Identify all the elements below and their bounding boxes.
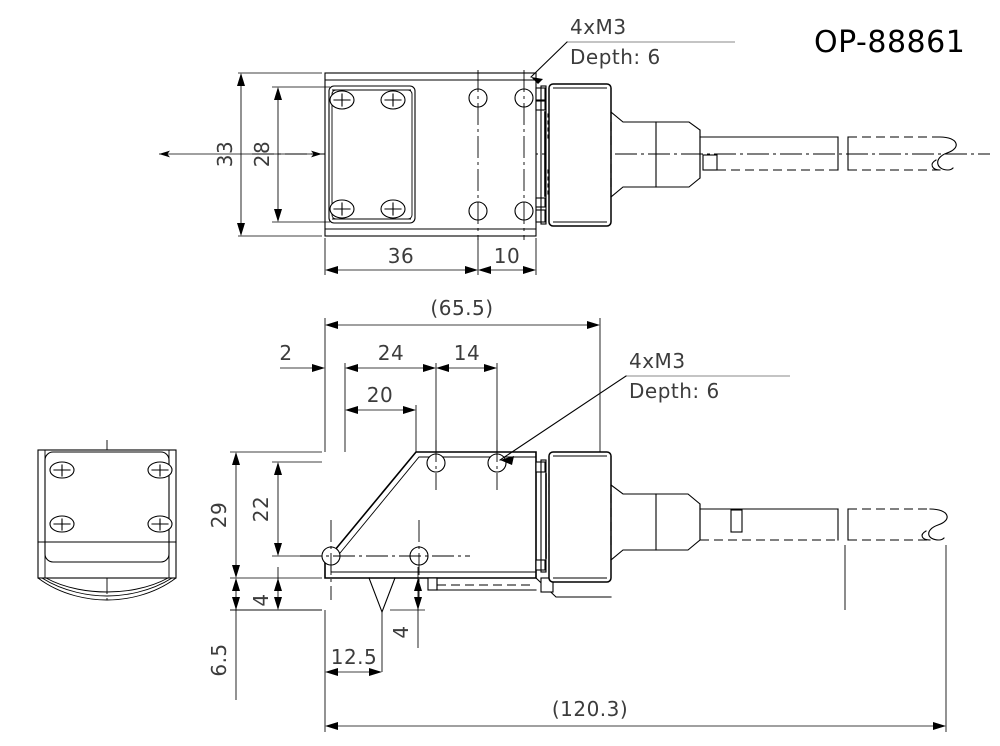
callout-line-2: Depth: 6 bbox=[570, 45, 661, 69]
dimension-6-5: 6.5 bbox=[207, 578, 322, 700]
dimension-120-3-label: (120.3) bbox=[552, 697, 628, 721]
top-view: 4xM3 Depth: 6 33 28 bbox=[159, 15, 990, 275]
dimension-65-5-label: (65.5) bbox=[430, 296, 493, 320]
dimension-2-24-14: 2 24 14 bbox=[279, 341, 498, 452]
dimension-36-label: 36 bbox=[388, 244, 414, 268]
top-view-plate-inner-outline bbox=[331, 89, 413, 220]
dimension-20: 20 bbox=[345, 383, 417, 452]
side-view-body bbox=[324, 451, 537, 579]
screw-icon bbox=[147, 461, 173, 479]
callout-line-1: 4xM3 bbox=[629, 349, 686, 373]
dimension-36-10: 36 10 bbox=[324, 238, 537, 275]
dimension-22: 22 bbox=[249, 461, 322, 557]
top-view-screws bbox=[329, 90, 406, 219]
dimension-20-label: 20 bbox=[367, 383, 393, 407]
top-view-body-outline bbox=[324, 72, 537, 237]
front-view-plate bbox=[44, 451, 170, 563]
dimension-2-label: 2 bbox=[279, 341, 292, 365]
callout-line-2: Depth: 6 bbox=[629, 379, 720, 403]
callout-leader bbox=[499, 375, 627, 461]
screw-icon bbox=[329, 199, 355, 219]
dimension-120-3: (120.3) bbox=[324, 545, 947, 732]
connector-serration bbox=[544, 111, 549, 197]
screw-icon bbox=[147, 515, 173, 533]
callout-leader bbox=[530, 41, 568, 78]
side-view-connector-body bbox=[548, 451, 612, 583]
dimension-10-label: 10 bbox=[494, 244, 520, 268]
side-view-body-outline bbox=[324, 451, 537, 579]
screw-icon bbox=[329, 90, 355, 110]
top-view-body bbox=[324, 72, 537, 237]
side-view-callout-4xm3: 4xM3 Depth: 6 bbox=[499, 349, 790, 465]
dimension-4-right-label: 4 bbox=[389, 625, 413, 638]
dimension-29: 29 bbox=[207, 451, 322, 611]
top-view-mounting-plate bbox=[328, 85, 416, 224]
screw-icon bbox=[380, 199, 406, 219]
side-view-notch-mark bbox=[368, 577, 396, 672]
top-view-callout-4xm3: 4xM3 Depth: 6 bbox=[530, 15, 735, 84]
dimension-29-label: 29 bbox=[207, 502, 231, 528]
callout-leader-arrow bbox=[531, 77, 543, 84]
dimension-12-5: 12.5 bbox=[324, 610, 382, 678]
front-view-screws bbox=[49, 461, 173, 533]
page-title: OP-88861 bbox=[814, 25, 965, 60]
dimension-28-label: 28 bbox=[250, 141, 274, 167]
dimension-22-label: 22 bbox=[249, 496, 273, 522]
top-view-tapped-holes bbox=[468, 70, 534, 240]
side-view-tapped-holes bbox=[300, 440, 507, 600]
side-view-base-feature bbox=[427, 577, 537, 591]
side-view-strain-relief bbox=[610, 484, 701, 561]
top-view-connector-interface bbox=[535, 85, 549, 225]
screw-icon bbox=[49, 515, 75, 533]
dimension-33-label: 33 bbox=[213, 141, 237, 167]
dimension-24-label: 24 bbox=[378, 341, 404, 365]
dimension-28: 28 bbox=[250, 86, 330, 223]
side-view: 4xM3 Depth: 6 (65.5) 2 24 bbox=[207, 296, 948, 732]
side-view-cable bbox=[699, 508, 948, 610]
callout-leader-arrow bbox=[500, 456, 514, 465]
dimension-12-5-label: 12.5 bbox=[331, 645, 378, 669]
dimension-14-label: 14 bbox=[454, 341, 480, 365]
dimension-4-left-label: 4 bbox=[249, 593, 273, 606]
front-view-bottom-arc bbox=[37, 577, 177, 601]
callout-line-1: 4xM3 bbox=[570, 15, 627, 39]
top-view-connector-body bbox=[548, 83, 612, 227]
screw-icon bbox=[49, 461, 75, 479]
dimension-33: 33 bbox=[159, 72, 322, 237]
dimension-65-5: (65.5) bbox=[324, 296, 601, 452]
top-view-cable bbox=[699, 136, 957, 171]
top-view-strain-relief bbox=[610, 111, 701, 198]
dimension-6-5-label: 6.5 bbox=[207, 643, 231, 676]
dimension-4-left: 4 bbox=[249, 567, 282, 610]
dimension-4-right: 4 bbox=[389, 567, 425, 648]
screw-icon bbox=[380, 90, 406, 110]
front-view bbox=[37, 440, 177, 601]
